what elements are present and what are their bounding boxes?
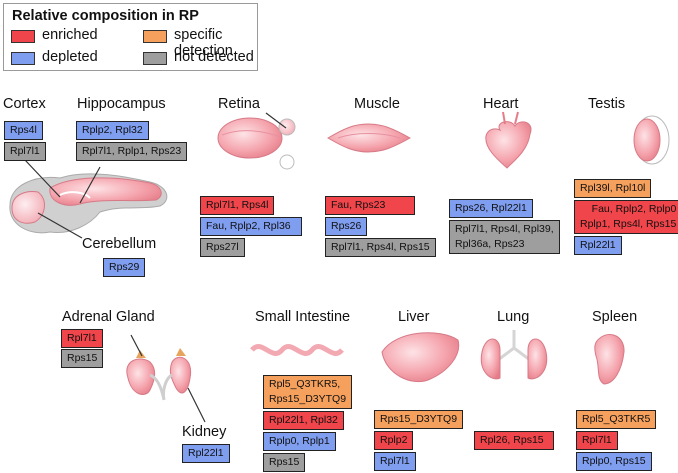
testis-depleted-box: Rpl22l1 bbox=[574, 236, 622, 255]
tissue-title-cortex: Cortex bbox=[3, 96, 46, 112]
spleen-specific-box: Rpl5_Q3TKR5 bbox=[576, 410, 657, 429]
tissue-title-liver: Liver bbox=[398, 309, 430, 325]
retina-icon bbox=[217, 112, 296, 170]
muscle-enriched-box: Fau, Rps23 bbox=[325, 196, 415, 215]
liver-icon bbox=[381, 332, 460, 383]
tissue-title-lung: Lung bbox=[497, 309, 530, 325]
muscle-icon bbox=[327, 123, 412, 153]
heart-not-detected-box: Rpl7l1, Rps4l, Rpl39,Rpl36a, Rps23 bbox=[449, 220, 560, 254]
small-intestine-not-detected-box: Rps15 bbox=[263, 453, 306, 472]
adrenal-not-detected-box: Rps15 bbox=[61, 349, 104, 368]
legend-title: Relative composition in RP bbox=[12, 8, 199, 24]
heart-depleted-box: Rps26, Rpl22l1 bbox=[449, 199, 533, 218]
hippocampus-not-detected-box: Rpl7l1, Rplp1, Rps23 bbox=[76, 142, 188, 161]
spleen-enriched-box: Rpl7l1 bbox=[576, 431, 618, 450]
lung-icon bbox=[480, 330, 548, 380]
spleen-depleted-box: Rplp0, Rps15 bbox=[576, 452, 652, 471]
heart-icon bbox=[485, 111, 532, 169]
small-intestine-depleted-box: Rplp0, Rplp1 bbox=[263, 432, 336, 451]
small-intestine-specific-box: Rpl5_Q3TKR5,Rps15_D3YTQ9 bbox=[263, 375, 353, 409]
cortex-depleted-box: Rps4l bbox=[4, 121, 43, 140]
legend-swatch-specific bbox=[143, 30, 167, 43]
tissue-title-testis: Testis bbox=[588, 96, 626, 112]
testis-icon bbox=[633, 115, 670, 165]
liver-depleted-box: Rpl7l1 bbox=[374, 452, 416, 471]
legend-swatch-enriched bbox=[11, 30, 35, 43]
kidney-depleted-box: Rpl22l1 bbox=[182, 444, 230, 463]
legend-label-enriched: enriched bbox=[42, 27, 98, 43]
hippocampus-depleted-box: Rplp2, Rpl32 bbox=[76, 121, 149, 140]
tissue-title-cerebellum: Cerebellum bbox=[82, 236, 157, 252]
tissue-title-retina: Retina bbox=[218, 96, 260, 112]
testis-specific-box: Rpl39l, Rpl10l bbox=[574, 179, 652, 198]
muscle-not-detected-box: Rpl7l1, Rps4l, Rps15 bbox=[325, 238, 436, 257]
tissue-title-muscle: Muscle bbox=[354, 96, 400, 112]
retina-enriched-box: Rpl7l1, Rps4l bbox=[200, 196, 275, 215]
brain-icon bbox=[9, 173, 168, 234]
cortex-not-detected-box: Rpl7l1 bbox=[4, 142, 46, 161]
legend-label-not-detected: not detected bbox=[174, 49, 254, 65]
small-intestine-enriched-box: Rpl22l1, Rpl32 bbox=[263, 411, 344, 430]
legend-label-specific: specific detection bbox=[174, 27, 233, 59]
tissue-title-adrenal-gland: Adrenal Gland bbox=[62, 309, 155, 325]
spleen-icon bbox=[594, 334, 625, 385]
liver-enriched-box: Rplp2 bbox=[374, 431, 414, 450]
retina-depleted-box: Fau, Rplp2, Rpl36 bbox=[200, 217, 302, 236]
tissue-title-spleen: Spleen bbox=[592, 309, 638, 325]
legend-swatch-not-detected bbox=[143, 52, 167, 65]
adrenal-enriched-box: Rpl7l1 bbox=[61, 329, 103, 348]
retina-not-detected-box: Rps27l bbox=[200, 238, 245, 257]
small-intestine-icon bbox=[250, 344, 344, 356]
tissue-title-hippocampus: Hippocampus bbox=[77, 96, 166, 112]
tissue-title-kidney: Kidney bbox=[182, 424, 227, 440]
legend-label-depleted: depleted bbox=[42, 49, 98, 65]
lung-enriched-box: Rpl26, Rps15 bbox=[474, 431, 554, 450]
brain-pointer-lines bbox=[24, 159, 101, 239]
liver-specific-box: Rps15_D3YTQ9 bbox=[374, 410, 464, 429]
tissue-title-small-intestine: Small Intestine bbox=[255, 309, 351, 325]
legend-swatch-depleted bbox=[11, 52, 35, 65]
tissue-title-heart: Heart bbox=[483, 96, 519, 112]
kidney-icon bbox=[126, 334, 206, 423]
muscle-depleted-box: Rps26 bbox=[325, 217, 368, 236]
cerebellum-depleted-box: Rps29 bbox=[103, 258, 146, 277]
legend: Relative composition in RP enriched spec… bbox=[3, 3, 258, 71]
